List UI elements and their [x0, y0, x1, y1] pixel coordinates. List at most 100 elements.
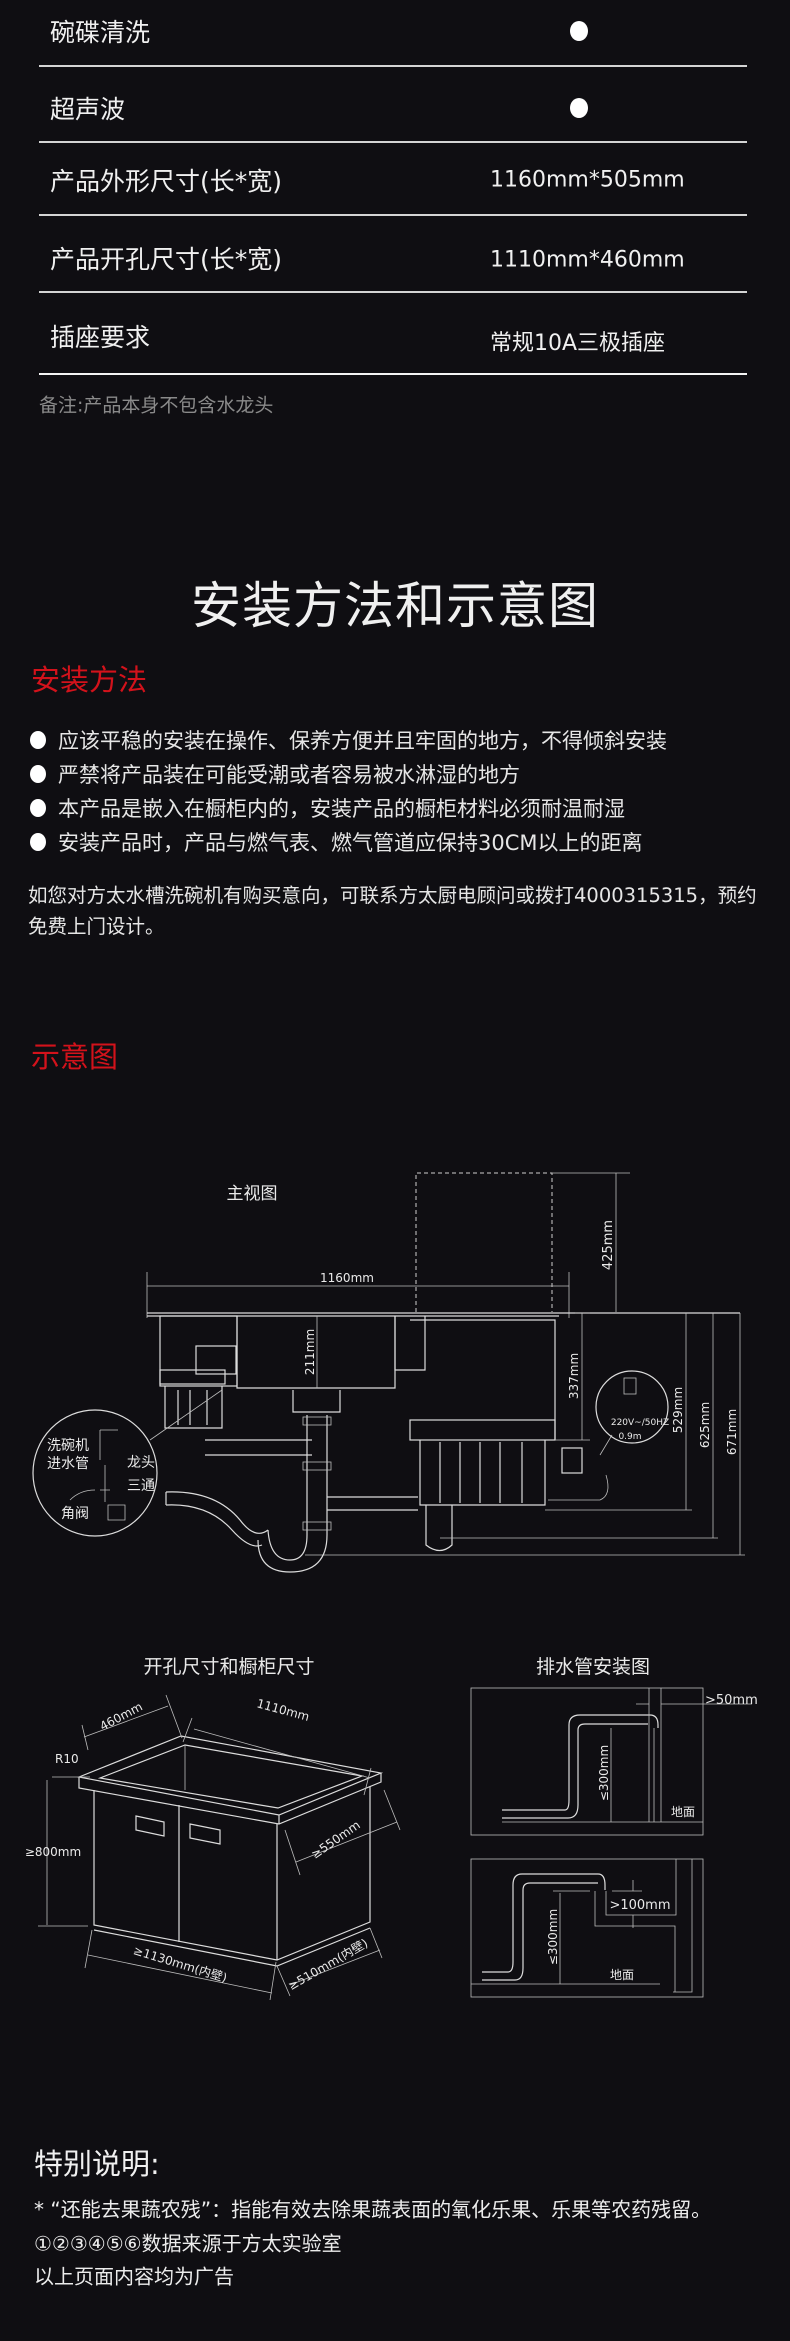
dim-label: 671mm — [725, 1409, 739, 1455]
drain-trap — [257, 1415, 328, 1573]
dim-label: 460mm — [97, 1699, 144, 1733]
dim-label: ≥550mm — [309, 1818, 363, 1862]
supported-dot-icon — [570, 21, 588, 41]
supported-dot-icon — [570, 98, 588, 118]
dimension-line — [182, 1717, 372, 1796]
socket-icon — [623, 1377, 637, 1395]
bullet-icon — [30, 731, 46, 749]
dim-label: 529mm — [671, 1387, 685, 1433]
divider — [39, 373, 747, 375]
dimension-line — [545, 1313, 692, 1511]
dimension-line — [553, 1880, 642, 1984]
contact-paragraph: 如您对方太水槽洗碗机有购买意向，可联系方太厨电顾问或拨打4000315315，预… — [28, 884, 757, 938]
dim-label: 1110mm — [255, 1696, 311, 1723]
gap-label: >100mm — [609, 1898, 670, 1913]
dim-label: 1160mm — [320, 1271, 374, 1285]
power-label: 220V~/50HZ — [611, 1418, 669, 1428]
countertop-outline — [76, 1735, 384, 1816]
dim-label: 625mm — [698, 1402, 712, 1448]
pipe-nut — [302, 1521, 332, 1531]
callout-label: 三通 — [127, 1478, 155, 1494]
dimension-line — [84, 1929, 277, 2001]
dim-label: ≥510mm(内壁) — [285, 1935, 370, 1993]
radius-label: R10 — [55, 1752, 79, 1766]
dim-label: 425mm — [601, 1220, 616, 1270]
special-line: * “还能去果蔬农残”：指能有效去除果蔬表面的氧化乐果、乐果等农药残留。 — [34, 2197, 712, 2222]
dimension-line — [284, 1789, 401, 1876]
callout-label: 角阀 — [61, 1506, 89, 1522]
inlet-detail-circle — [32, 1409, 158, 1537]
list-item-text: 安装产品时，产品与燃气表、燃气管道应保持30CM以上的距离 — [58, 831, 643, 855]
list-item-text: 严禁将产品装在可能受潮或者容易被水淋湿的地方 — [58, 763, 520, 787]
list-item: 安装产品时，产品与燃气表、燃气管道应保持30CM以上的距离 — [30, 827, 643, 857]
front-view-diagram: 主视图 425mm 1160mm 211mm 337mm 529mm 625mm… — [32, 1172, 745, 1573]
drain-hose — [502, 1714, 659, 1819]
upper-cabinet-outline — [415, 1172, 553, 1312]
front-view-title: 主视图 — [227, 1184, 278, 1204]
spec-label: 超声波 — [50, 95, 126, 124]
list-item: 严禁将产品装在可能受潮或者容易被水淋湿的地方 — [30, 759, 520, 789]
faucet-valve-sketch — [69, 1429, 126, 1521]
height-label: ≤300mm — [597, 1745, 611, 1801]
control-box — [195, 1345, 237, 1375]
pipe-nut — [302, 1416, 332, 1426]
list-item: 应该平稳的安装在操作、保养方便并且牢固的地方，不得倾斜安装 — [30, 725, 667, 755]
cabinet-diagram: 开孔尺寸和橱柜尺寸 460mm 1110mm R10 ≥800mm ≥550mm… — [25, 1656, 401, 2001]
list-item-text: 应该平稳的安装在操作、保养方便并且牢固的地方，不得倾斜安装 — [58, 729, 667, 753]
bullet-icon — [30, 799, 46, 817]
wall-pipe — [502, 1688, 703, 1823]
divider — [39, 65, 747, 67]
divider — [39, 141, 747, 143]
dim-label: ≥1130mm(内壁) — [132, 1942, 229, 1985]
callout-label: 龙头 — [127, 1455, 155, 1471]
dimension-line — [610, 1703, 752, 1822]
dimension-line — [305, 1313, 745, 1556]
drain-title: 排水管安装图 — [536, 1656, 650, 1678]
dimension-line — [276, 1927, 383, 1997]
dimension-line — [38, 1776, 90, 1927]
dim-label: 211mm — [303, 1329, 317, 1375]
drain-panel-top — [470, 1687, 704, 1836]
callout-label: 进水管 — [47, 1456, 89, 1472]
dimension-line — [440, 1313, 718, 1539]
section-title: 安装方法和示意图 — [191, 577, 599, 635]
sink-drain — [292, 1390, 341, 1413]
door-handles — [135, 1815, 221, 1845]
spec-value: 1110mm*460mm — [490, 247, 685, 273]
floor-label: 地面 — [610, 1968, 634, 1982]
dishwasher-body — [419, 1440, 546, 1506]
dimension-line — [146, 1272, 570, 1318]
list-item: 本产品是嵌入在橱柜内的，安装产品的橱柜材料必须耐温耐湿 — [30, 793, 625, 823]
diagram-heading: 示意图 — [31, 1040, 119, 1074]
gap-label: >50mm — [705, 1693, 758, 1708]
height-label: ≤300mm — [546, 1909, 560, 1965]
dimension-line — [81, 1694, 183, 1751]
callout-label: 洗碗机 — [47, 1438, 89, 1454]
vent-panel — [409, 1419, 556, 1441]
spec-label: 产品外形尺寸(长*宽) — [50, 167, 283, 196]
spec-label: 碗碟清洗 — [50, 18, 151, 47]
floor-label: 地面 — [671, 1805, 695, 1819]
dishwasher-drain-pipe — [327, 1496, 418, 1511]
dishwasher-drain — [425, 1505, 453, 1552]
power-detail-circle — [595, 1370, 669, 1444]
divider — [39, 214, 747, 216]
spec-value: 常规10A三极插座 — [490, 331, 666, 356]
special-line: 以上页面内容均为广告 — [34, 2264, 234, 2289]
callout-leader — [149, 1389, 223, 1441]
wall-socket — [561, 1447, 583, 1474]
special-heading: 特别说明: — [34, 2147, 160, 2181]
dimension-line — [555, 1312, 590, 1441]
cabinet-title: 开孔尺寸和橱柜尺寸 — [143, 1656, 314, 1678]
spec-label: 产品开孔尺寸(长*宽) — [50, 245, 283, 274]
bullet-icon — [30, 765, 46, 783]
dim-label: ≥800mm — [25, 1845, 81, 1859]
drain-diagram: 排水管安装图 >50mm ≤300mm 地面 >100mm ≤300mm 地面 — [470, 1656, 758, 1998]
pipe-nut — [302, 1461, 332, 1471]
dishwasher-top — [394, 1316, 556, 1440]
special-line: ①②③④⑤⑥数据来源于方太实验室 — [34, 2231, 342, 2256]
bullet-icon — [30, 833, 46, 851]
countertop-edge — [78, 1773, 382, 1825]
wall-trap — [594, 1859, 693, 1993]
